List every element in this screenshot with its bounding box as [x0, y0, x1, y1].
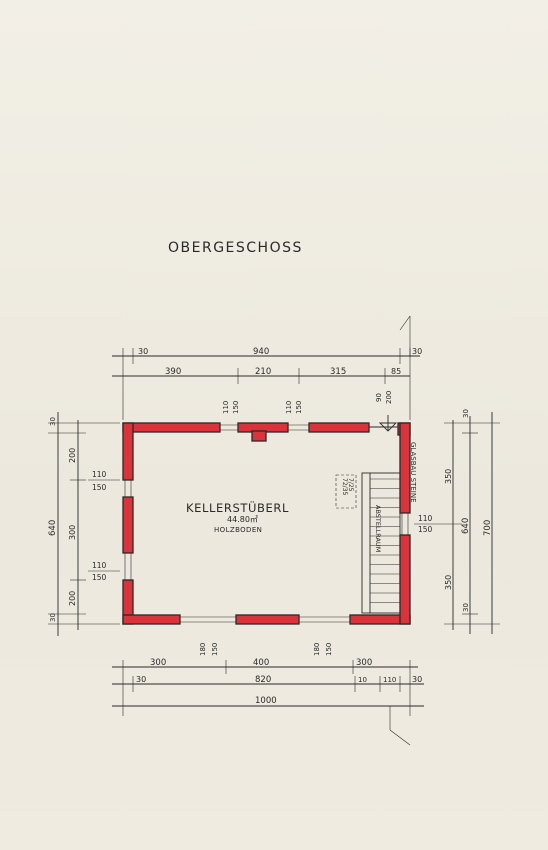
dim-left-total: 640 — [48, 520, 58, 536]
dim-bot-total-inner: 820 — [255, 675, 271, 685]
dim-top-seg4: 85 — [391, 367, 401, 376]
room-name: KELLERSTÜBERL — [186, 499, 289, 515]
dim-bot-total: 1000 — [255, 696, 277, 706]
dim-right-seg1: 350 — [444, 469, 453, 484]
dim-right-total: 700 — [483, 520, 493, 536]
dim-win-top1-a: 110 — [222, 401, 230, 414]
dim-win-left2-b: 150 — [92, 573, 107, 582]
staircase: 72/35 7/25 ABSTELLRAUM GLASBAU STEINE — [335, 442, 417, 614]
wall-right-top — [399, 422, 411, 514]
dim-bot-small1: 10 — [358, 676, 367, 684]
dim-win-left2-a: 110 — [92, 561, 107, 570]
entry-door — [369, 415, 398, 432]
dim-win-top2-a: 110 — [285, 401, 293, 414]
wall-top-right — [308, 422, 370, 433]
dim-bot-seg3: 300 — [356, 658, 372, 668]
room-area: 44.80㎡ — [227, 515, 258, 524]
dim-left-bottom: 30 — [49, 613, 57, 622]
wall-bottom-mid — [235, 614, 300, 625]
room-floor: HOLZBODEN — [214, 526, 262, 534]
stair-label-storage: ABSTELLRAUM — [374, 505, 382, 552]
dim-top-seg3: 315 — [330, 367, 346, 377]
dim-top-right: 30 — [412, 347, 422, 356]
windows — [124, 424, 409, 623]
dim-win-top2-b: 150 — [295, 401, 303, 414]
dim-left-top: 30 — [49, 417, 57, 426]
dim-top-seg1: 390 — [165, 367, 181, 377]
dim-left-seg3: 200 — [68, 591, 77, 606]
dim-win-left1-a: 110 — [92, 470, 107, 479]
dim-right-bottom: 30 — [462, 603, 470, 612]
wall-left-mid — [122, 496, 134, 554]
dim-top-left: 30 — [138, 347, 148, 356]
dim-bot-seg2: 400 — [253, 658, 269, 668]
dim-right-mid: 640 — [461, 518, 471, 534]
dim-bot-right: 30 — [412, 675, 422, 684]
dim-win-bot2-b: 150 — [325, 643, 333, 656]
dimensions-left: 30 640 30 200 300 200 110 150 110 150 — [48, 412, 120, 636]
wall-right-bottom — [399, 534, 411, 625]
dimensions-right: 30 640 30 700 350 350 110 150 — [414, 409, 500, 634]
dim-win-left1-b: 150 — [92, 483, 107, 492]
dim-win-bot2-a: 180 — [313, 643, 321, 656]
dim-bot-seg1: 300 — [150, 658, 166, 668]
dim-door-b: 200 — [385, 391, 393, 404]
wall-left-top — [122, 422, 134, 481]
dimensions-top: 30 940 30 390 210 315 85 110 150 110 150… — [112, 315, 422, 420]
dim-win-bot1-b: 150 — [211, 643, 219, 656]
stair-box-label-2: 7/25 — [347, 478, 354, 492]
wall-top-left — [122, 422, 221, 433]
dim-top-seg2: 210 — [255, 367, 271, 377]
dim-left-seg1: 200 — [68, 448, 77, 463]
dim-win-top1-b: 150 — [232, 401, 240, 414]
dim-right-seg2: 350 — [444, 575, 453, 590]
dim-bot-small2: 110 — [383, 676, 396, 684]
dim-win-right-a: 110 — [418, 514, 433, 523]
walls — [122, 422, 411, 625]
dim-right-top: 30 — [462, 409, 470, 418]
plan-title: OBERGESCHOSS — [168, 240, 303, 256]
dim-win-right-b: 150 — [418, 525, 433, 534]
dimensions-bottom: 180 150 180 150 300 400 300 30 820 10 11… — [112, 643, 424, 746]
chimney — [251, 430, 267, 442]
dim-top-total: 940 — [253, 347, 269, 357]
dim-bot-left: 30 — [136, 675, 146, 684]
stair-box-label-1: 72/35 — [341, 478, 348, 495]
wall-label-glass: GLASBAU STEINE — [409, 442, 417, 503]
wall-bottom-left — [122, 614, 181, 625]
dim-win-bot1-a: 180 — [199, 643, 207, 656]
dim-door-a: 90 — [375, 393, 383, 402]
dim-left-seg2: 300 — [68, 525, 77, 540]
